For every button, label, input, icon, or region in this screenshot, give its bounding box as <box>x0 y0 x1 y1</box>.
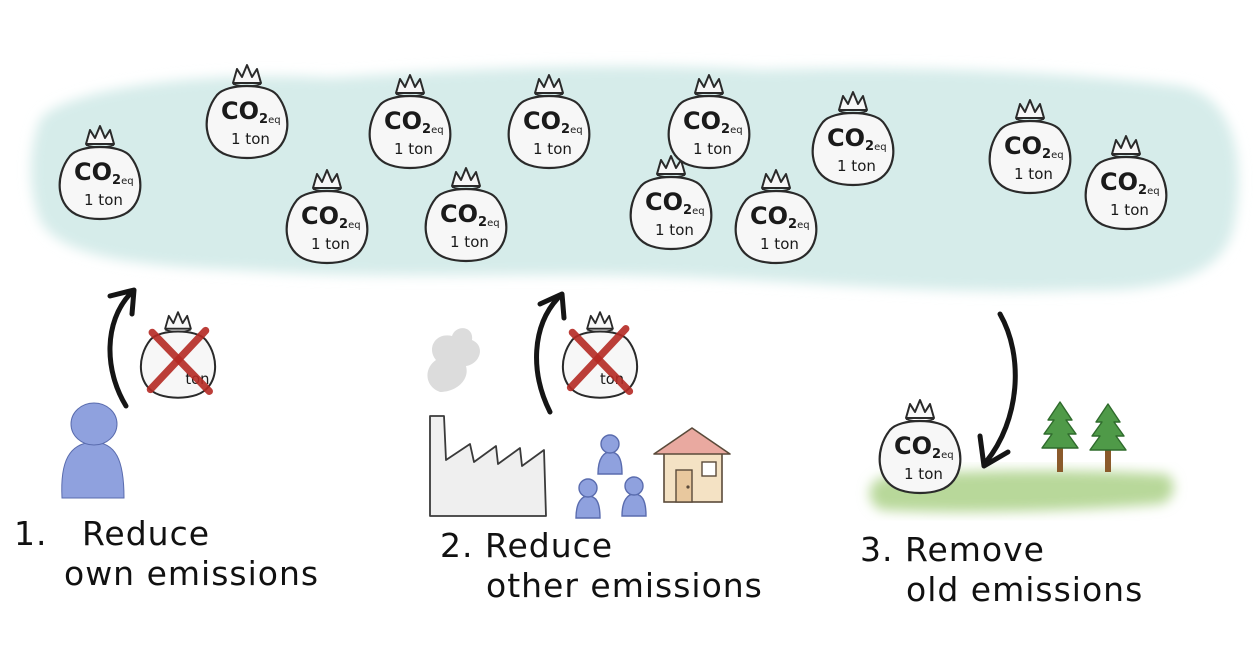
house-icon <box>653 427 731 503</box>
people-group-icon <box>575 434 647 519</box>
bag-formula: CO2eq <box>384 107 444 137</box>
step-2-caption: 2. Reduce other emissions <box>440 526 763 606</box>
bag-amount: 1 ton <box>84 191 123 209</box>
bag-formula: CO2eq <box>683 107 743 137</box>
step-3-caption: 3. Remove old emissions <box>860 530 1143 610</box>
bag-amount: 1 ton <box>533 140 572 158</box>
section-reduce-own: ton <box>61 287 217 499</box>
bag-amount: 1 ton <box>450 233 489 251</box>
bag-amount: 1 ton <box>1014 165 1053 183</box>
co2-bag: CO2eq 1 ton <box>811 90 895 187</box>
step-1-title: Reduce <box>81 514 211 553</box>
factory-icon <box>429 415 547 517</box>
co2-bag: CO2eq 1 ton <box>368 73 452 170</box>
step-2-subtitle: other emissions <box>486 566 763 605</box>
co2-bag: CO2eq 1 ton <box>734 168 818 265</box>
co2-bag: CO2eq 1 ton <box>424 166 508 263</box>
bag-formula: CO2eq <box>750 202 810 232</box>
bag-formula: CO2eq <box>1100 168 1160 198</box>
step-3-subtitle: old emissions <box>906 570 1144 609</box>
co2-bag: CO2eq 1 ton <box>507 73 591 170</box>
bag-formula: CO2eq <box>1004 132 1064 162</box>
bag-amount: 1 ton <box>837 157 876 175</box>
step-1-subtitle: own emissions <box>64 554 320 593</box>
co2-bag: CO2eq 1 ton <box>667 73 751 170</box>
bag-amount: 1 ton <box>904 465 943 483</box>
bag-formula: CO2eq <box>440 200 500 230</box>
section-remove-old: CO2eq 1 ton <box>869 311 1174 512</box>
tree-icon <box>1041 401 1079 472</box>
bag-amount: 1 ton <box>760 235 799 253</box>
crossed-co2-bag: ton <box>139 311 217 399</box>
step-1-caption: 1. Reduce own emissions <box>14 514 319 594</box>
bag-amount: 1 ton <box>231 130 270 148</box>
person-icon <box>61 402 125 499</box>
bag-formula: CO2eq <box>645 188 705 218</box>
bag-amount: 1 ton <box>693 140 732 158</box>
up-arrow-icon <box>534 291 567 415</box>
step-2-number: 2. <box>440 526 474 565</box>
bag-amount: 1 ton <box>311 235 350 253</box>
bag-amount: 1 ton <box>394 140 433 158</box>
bag-formula: CO2eq <box>301 202 361 232</box>
red-cross-icon <box>566 325 634 395</box>
bag-formula: CO2eq <box>523 107 583 137</box>
down-arrow-icon <box>977 311 1018 469</box>
smoke-icon <box>427 328 480 392</box>
co2-bag: CO2eq 1 ton <box>1084 134 1168 231</box>
bag-formula: CO2eq <box>827 124 887 154</box>
co2-bag: CO2eq 1 ton <box>629 154 713 251</box>
co2-bag-stored: CO2eq 1 ton <box>878 398 962 495</box>
bag-amount: 1 ton <box>655 221 694 239</box>
step-3-title: Remove <box>905 530 1045 569</box>
step-3-number: 3. <box>860 530 894 569</box>
bag-formula: CO2eq <box>894 432 954 462</box>
co2-bag: CO2eq 1 ton <box>58 124 142 221</box>
atmosphere-bags: CO2eq 1 ton CO2eq 1 ton CO2eq 1 ton CO2eq 1 … <box>58 63 1168 265</box>
section-reduce-other: ton <box>427 291 731 519</box>
up-arrow-icon <box>107 287 137 409</box>
bag-amount: 1 ton <box>1110 201 1149 219</box>
co2-bag: CO2eq 1 ton <box>285 168 369 265</box>
red-cross-icon <box>146 326 213 395</box>
tree-icon <box>1089 403 1127 472</box>
co2-bag: CO2eq 1 ton <box>988 98 1072 195</box>
step-1-number: 1. <box>14 514 48 553</box>
bag-formula: CO2eq <box>74 158 134 188</box>
step-2-title: Reduce <box>485 526 614 565</box>
co2-bag: CO2eq 1 ton <box>205 63 289 160</box>
bag-formula: CO2eq <box>221 97 281 127</box>
crossed-co2-bag: ton <box>561 311 639 399</box>
